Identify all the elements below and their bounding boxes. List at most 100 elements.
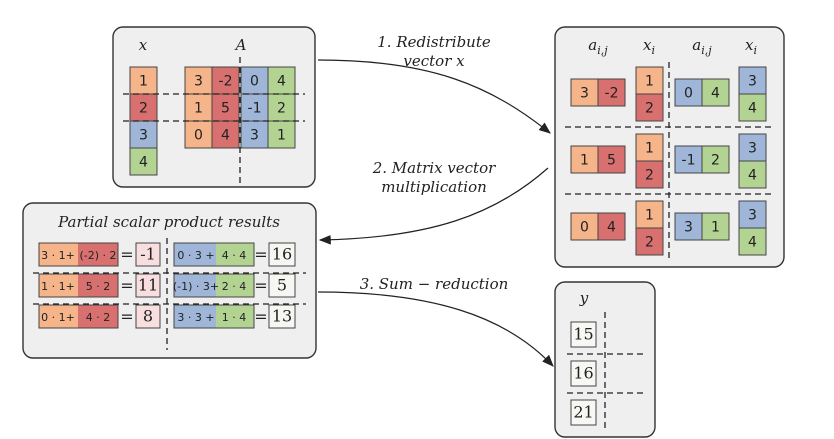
block-1-x-right-0-box [738,133,767,162]
block-0-x-left-0-text: 1 [645,74,654,90]
header-x-right: xi [745,36,757,57]
expr-0-right-b: 4 · 4 [222,249,247,262]
expr-0-right-a-bg [174,243,216,266]
block-0-a-left-0-box [570,78,599,107]
step2-label-line1: 2. Matrix vector [372,159,496,177]
expr-1-left-a: 1 · 1+ [41,280,75,293]
step3-label: 3. Sum − reduction [360,275,509,293]
block-2-a-right-0-text: 3 [684,220,693,236]
step1-label-line2: vector x [403,52,465,70]
result-0-left-box [135,242,161,267]
y-vector-cell-0-text: 15 [573,325,593,344]
x-vector-cell-2-text: 3 [139,128,148,144]
expr-2-right-box [173,304,255,329]
block-2-x-left-1-text: 2 [645,235,654,251]
block-1-x-right-0-text: 3 [748,141,757,157]
block-2-x-right-1-text: 4 [748,235,757,251]
block-1-x-left-1-box [635,160,664,189]
block-1-a-left-1-box [597,145,626,174]
matrix-cell-2-2-text: 3 [250,128,259,144]
expr-2-left-b: 4 · 2 [86,311,111,324]
expr-1-left-b-bg [78,274,118,297]
block-2-x-right-1-box [738,227,767,256]
block-1-x-right-1-text: 4 [748,168,757,184]
result-1-left-text: 11 [138,276,158,295]
matrix-cell-1-2-text: -1 [248,101,262,117]
expr-1-right-a: (-1) · 3+ [173,280,219,293]
expr-0-left-b: (-2) · 2 [79,249,116,262]
matrix-cell-2-1-text: 4 [221,128,230,144]
expr-2-right-b: 1 · 4 [222,311,247,324]
expr-0-left-a-bg [39,243,78,266]
x-vector-cell-1-text: 2 [139,101,148,117]
expr-2-right-b-bg [216,305,254,328]
matrix-cell-0-3-text: 4 [277,74,286,90]
result-1-right-text: 5 [277,276,287,295]
block-2-x-left-1-box [635,227,664,256]
block-1-a-right-0-text: -1 [682,153,696,169]
block-1-a-right-1-box [701,145,730,174]
step2-label-line2: multiplication [381,178,487,196]
arrow-reduction [317,291,554,367]
expr-2-right-a: 3 · 3 + [177,311,214,324]
block-0-x-left-0-box [635,66,664,95]
expr-1-right-a-bg [174,274,216,297]
arrow-redistribute [317,59,551,134]
y-vector-cell-1-text: 16 [573,364,593,383]
block-1-a-left-1-text: 5 [607,153,616,169]
block-0-a-right-0-text: 0 [684,86,693,102]
arrow-multiply [318,167,549,245]
matrix-cell-2-2-box [240,120,269,149]
block-2-a-left-0-text: 0 [580,220,589,236]
matrix-cell-1-0-text: 1 [194,101,203,117]
x-label: x [139,36,148,54]
block-1-a-right-1-text: 2 [711,153,720,169]
x-vector-cell-3-text: 4 [139,155,148,171]
matrix-cell-0-2-text: 0 [250,74,259,90]
header-x-left: xi [643,36,655,57]
block-0-x-right-1-box [738,93,767,122]
y-vector-cell-2-box [570,399,597,426]
block-1-a-left-0-box [570,145,599,174]
panel-output [554,281,656,438]
matrix-cell-2-0-text: 0 [194,128,203,144]
result-0-right-text: 16 [272,245,292,264]
x-vector-cell-0-text: 1 [139,74,148,90]
result-2-left-box [135,304,161,329]
block-0-a-right-1-box [701,78,730,107]
block-0-a-left-1-box [597,78,626,107]
y-vector-cell-0-box [570,321,597,348]
matrix-cell-2-3-box [267,120,296,149]
x-vector-cell-3-box [129,147,158,176]
expr-2-right-a-bg [174,305,216,328]
result-2-right-text: 13 [272,307,292,326]
matrix-cell-1-3-text: 2 [277,101,286,117]
expr-2-left-a-bg [39,305,78,328]
result-2-left-text: 8 [143,307,153,326]
block-2-x-left-0-text: 1 [645,208,654,224]
block-2-a-right-1-text: 1 [711,220,720,236]
block-0-x-left-1-text: 2 [645,101,654,117]
expr-1-left-a-bg [39,274,78,297]
expr-0-left-box [38,242,119,267]
block-1-x-left-0-text: 1 [645,141,654,157]
block-1-x-left-1-text: 2 [645,168,654,184]
block-2-a-left-1-text: 4 [607,220,616,236]
expr-0-left-eq: = [120,245,133,264]
block-0-a-left-1-text: -2 [605,86,619,102]
block-2-a-right-0-box [674,212,703,241]
result-0-right-box [268,242,296,267]
block-0-x-right-0-text: 3 [748,74,757,90]
matrix-cell-2-3-text: 1 [277,128,286,144]
y-label: y [579,289,589,307]
expr-1-right-eq: = [254,276,267,295]
y-vector-cell-2-text: 21 [573,403,593,422]
block-2-a-right-1-box [701,212,730,241]
block-2-a-left-1-box [597,212,626,241]
matrix-cell-0-2-box [240,66,269,95]
step1-label-line1: 1. Redistribute [377,33,491,51]
expr-2-left-a: 0 · 1+ [41,311,75,324]
expr-2-left-eq: = [120,307,133,326]
block-1-x-left-0-box [635,133,664,162]
header-a-left: ai,j [588,36,608,57]
